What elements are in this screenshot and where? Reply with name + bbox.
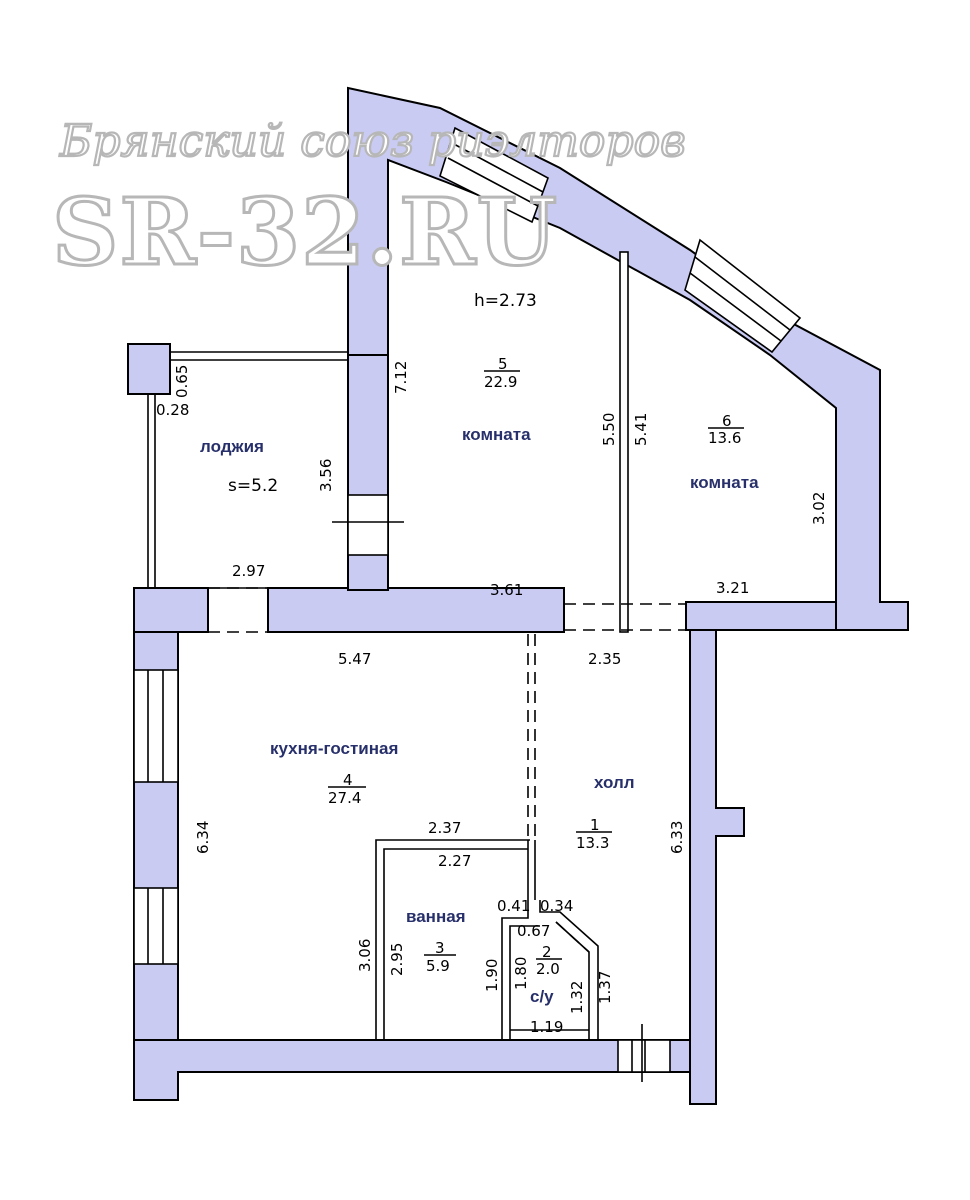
dim-2-35: 2.35 — [588, 650, 621, 668]
dim-2-95: 2.95 — [388, 943, 406, 976]
dim-1-80: 1.80 — [512, 957, 530, 990]
loggia-door — [347, 494, 389, 556]
partition-room5-room6 — [619, 251, 629, 633]
dim-3-02: 3.02 — [810, 492, 828, 525]
bath-num: 3 — [435, 939, 445, 957]
room6-area: 13.6 — [708, 429, 741, 447]
loggia-column — [127, 343, 171, 395]
left-window-1 — [133, 669, 179, 783]
dim-6-34: 6.34 — [194, 821, 212, 854]
wc-area: 2.0 — [536, 960, 560, 978]
dim-1-19: 1.19 — [530, 1018, 563, 1036]
dim-0-28: 0.28 — [156, 401, 189, 419]
kitchen-name: кухня-гостиная — [270, 739, 398, 758]
bathroom-walls — [375, 839, 530, 1040]
right-exterior-wall — [689, 629, 745, 1105]
dim-0-34: 0.34 — [540, 897, 573, 915]
dim-1-32: 1.32 — [568, 981, 586, 1014]
hall-rooms-opening — [564, 603, 686, 631]
dim-5-47: 5.47 — [338, 650, 371, 668]
dim-5-50: 5.50 — [600, 413, 618, 446]
bath-name: ванная — [406, 907, 466, 926]
watermark-line2: SR-32.RU — [52, 178, 558, 286]
loggia-name: лоджия — [200, 437, 264, 456]
dim-2-27: 2.27 — [438, 852, 471, 870]
loggia-kitchen-opening — [208, 587, 268, 633]
dim-0-41: 0.41 — [497, 897, 530, 915]
kitchen-top-wall-mid — [267, 587, 565, 633]
dim-2-37: 2.37 — [428, 819, 461, 837]
left-window-2 — [133, 887, 179, 965]
dim-2-97: 2.97 — [232, 562, 265, 580]
dim-1-37: 1.37 — [596, 971, 614, 1004]
room6-name: комната — [690, 473, 759, 492]
entrance-door — [617, 1039, 671, 1073]
dim-3-06: 3.06 — [356, 939, 374, 972]
dim-3-61: 3.61 — [490, 581, 523, 599]
hall-num: 1 — [590, 816, 600, 834]
hall-area: 13.3 — [576, 834, 609, 852]
room5-num: 5 — [498, 355, 508, 373]
dim-0-67: 0.67 — [517, 922, 550, 940]
room5-area: 22.9 — [484, 373, 517, 391]
room5-name: комната — [462, 425, 531, 444]
room5-height: h=2.73 — [474, 291, 537, 311]
dim-1-90: 1.90 — [483, 959, 501, 992]
dim-5-41: 5.41 — [632, 413, 650, 446]
loggia-railing — [147, 351, 348, 588]
hall-name: холл — [594, 773, 635, 792]
kitchen-num: 4 — [343, 771, 353, 789]
wc-name: с/у — [530, 987, 554, 1006]
dim-6-33: 6.33 — [668, 821, 686, 854]
wc-walls — [501, 900, 599, 1040]
bath-area: 5.9 — [426, 957, 450, 975]
dim-0-65: 0.65 — [173, 365, 191, 398]
dim-7-12: 7.12 — [392, 361, 410, 394]
kitchen-top-wall — [133, 587, 209, 633]
left-exterior-wall — [133, 587, 179, 1101]
kitchen-area: 27.4 — [328, 789, 361, 807]
watermark-line1: Брянский союз риэлторов — [59, 116, 686, 167]
dim-3-21: 3.21 — [716, 579, 749, 597]
room6-num: 6 — [722, 412, 732, 430]
kitchen-hall-opening — [527, 634, 536, 840]
loggia-area: s=5.2 — [228, 476, 278, 496]
wc-num: 2 — [542, 943, 552, 961]
dim-3-56: 3.56 — [317, 459, 335, 492]
hall-top-wall-right — [685, 601, 837, 631]
